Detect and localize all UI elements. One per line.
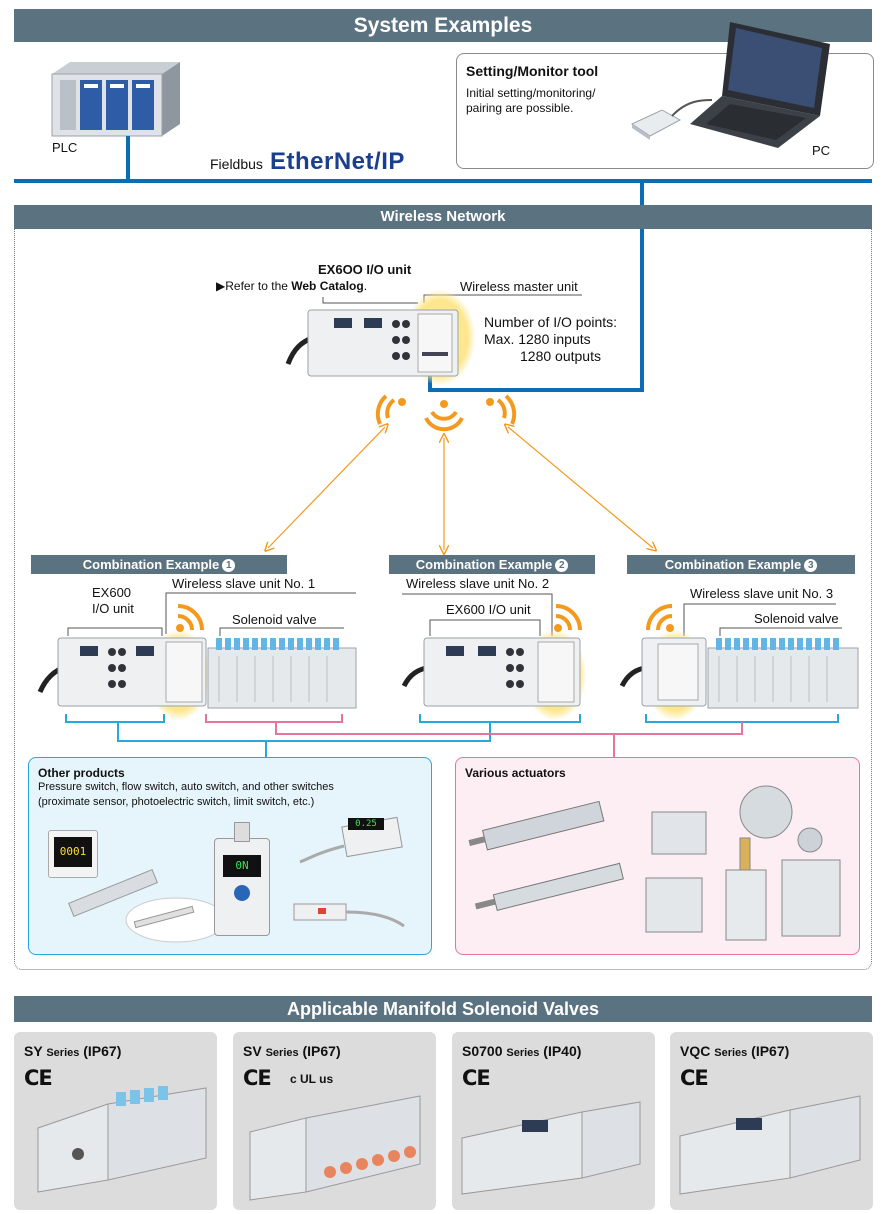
flow-switch-icon: 0N [214, 838, 270, 936]
pressure-display: 0001 [54, 837, 92, 867]
card-vqc-rating: (IP67) [751, 1043, 790, 1059]
fieldbus-prefix: Fieldbus [210, 156, 263, 172]
flow-switch-fitting [234, 822, 250, 842]
refer-prefix: ▶Refer to the [216, 279, 292, 293]
combo-3-number: 3 [804, 559, 818, 572]
other-products-line1: Pressure switch, flow switch, auto switc… [38, 781, 334, 793]
card-s0700-title: S0700 Series (IP40) [462, 1043, 581, 1059]
master-label: Wireless master unit [460, 279, 578, 294]
combo-3-slave-label: Wireless slave unit No. 3 [690, 586, 834, 601]
ce-mark-icon: CE [462, 1066, 491, 1090]
combo-3-valve-label: Solenoid valve [754, 611, 839, 626]
combo-1-slave-label: Wireless slave unit No. 1 [172, 576, 316, 591]
ex600-slave-unit-icon [37, 637, 207, 707]
card-sy-name: SY [24, 1043, 43, 1059]
wireless-signal-icon [486, 394, 517, 425]
card-sv-title: SV Series (IP67) [243, 1043, 341, 1059]
card-sv-name: SV [243, 1043, 262, 1059]
combo-3-label: Combination Example [664, 557, 802, 572]
master-io-unit-title: EX6OO I/O unit [318, 262, 412, 277]
solenoid-valve-icon [707, 638, 859, 709]
master-refer-text: ▶Refer to the Web Catalog. [216, 279, 367, 293]
pc-icon [690, 22, 830, 148]
card-vqc-series: Series [714, 1047, 748, 1059]
pressure-switch-icon: 0001 [48, 830, 98, 878]
wireless-network-area [14, 229, 872, 970]
wireless-arrows [0, 0, 882, 600]
wireless-network-title: Wireless Network [14, 205, 872, 229]
manifold-title: Applicable Manifold Solenoid Valves [14, 996, 872, 1022]
plc-icon [51, 62, 180, 137]
ethernet-ip-logo: EtherNet/IP [270, 148, 405, 175]
combo-2-io-label: EX600 I/O unit [446, 602, 531, 617]
ce-mark-icon: CE [24, 1066, 53, 1090]
card-s0700-series: Series [506, 1047, 540, 1059]
combo-leader-lines [67, 592, 842, 636]
manifold-valve-icon [461, 1101, 641, 1195]
card-sy-rating: (IP67) [83, 1043, 122, 1059]
card-s0700-rating: (IP40) [543, 1043, 582, 1059]
card-sy-title: SY Series (IP67) [24, 1043, 121, 1059]
points-outputs: 1280 outputs [520, 348, 601, 364]
actuator-icon [468, 785, 841, 941]
ce-mark-icon: CE [243, 1066, 272, 1090]
ex600-master-unit-icon [285, 309, 459, 377]
tool-title: Setting/Monitor tool [466, 63, 599, 79]
ex600-slave-unit-icon [401, 637, 581, 707]
usb-dongle-icon [630, 99, 713, 140]
manifold-valve-icon [249, 1095, 421, 1201]
ex600-slave-unit-icon [619, 637, 707, 707]
points-inputs: Max. 1280 inputs [484, 331, 591, 347]
card-sv-rating: (IP67) [302, 1043, 341, 1059]
card-sy-series: Series [46, 1047, 80, 1059]
combo-1-io-label-1: EX600 [92, 585, 132, 600]
pc-label: PC [812, 143, 831, 158]
wireless-signal-icon [375, 394, 406, 425]
other-products-title: Other products [38, 766, 125, 780]
combo-2-slave-label: Wireless slave unit No. 2 [406, 576, 550, 591]
connection-brackets [65, 714, 839, 757]
wireless-signal-icon [554, 604, 582, 632]
web-catalog-link[interactable]: Web Catalog [291, 279, 364, 293]
card-sv-series: Series [265, 1047, 299, 1059]
combo-2-label: Combination Example [415, 557, 553, 572]
wireless-signal-icon [424, 400, 464, 432]
sensor-display: 0.25 [348, 818, 384, 830]
solenoid-valve-icon [207, 638, 357, 709]
manifold-valve-icon [679, 1095, 861, 1195]
combo-1-number: 1 [222, 559, 236, 572]
ul-mark-icon: c UL us [290, 1072, 334, 1086]
flow-display: 0N [223, 855, 261, 877]
card-vqc-title: VQC Series (IP67) [680, 1043, 789, 1059]
tool-desc-line1: Initial setting/monitoring/ [466, 86, 596, 100]
page-title: System Examples [14, 9, 872, 42]
actuators-title: Various actuators [465, 766, 566, 780]
combo-2-number: 2 [555, 559, 569, 572]
wireless-signal-icon [176, 604, 204, 632]
combo-1-label: Combination Example [82, 557, 220, 572]
refer-suffix: . [363, 279, 368, 293]
setting-tool-box [456, 53, 874, 169]
wireless-signal-icon [646, 604, 674, 632]
auto-switch-icon [68, 869, 227, 943]
flow-switch-button [234, 885, 250, 901]
manifold-valve-icon [37, 1086, 207, 1193]
other-products-line2: (proximate sensor, photoelectric switch,… [38, 796, 315, 808]
combo-1-valve-label: Solenoid valve [232, 612, 317, 627]
card-vqc-name: VQC [680, 1043, 711, 1059]
card-s0700-name: S0700 [462, 1043, 503, 1059]
points-title: Number of I/O points: [484, 314, 618, 330]
tool-desc-line2: pairing are possible. [466, 101, 574, 115]
ce-mark-icon: CE [680, 1066, 709, 1090]
plc-label: PLC [52, 140, 78, 155]
combo-1-io-label-2: I/O unit [92, 601, 134, 616]
sensor-cable-icon [293, 816, 405, 928]
